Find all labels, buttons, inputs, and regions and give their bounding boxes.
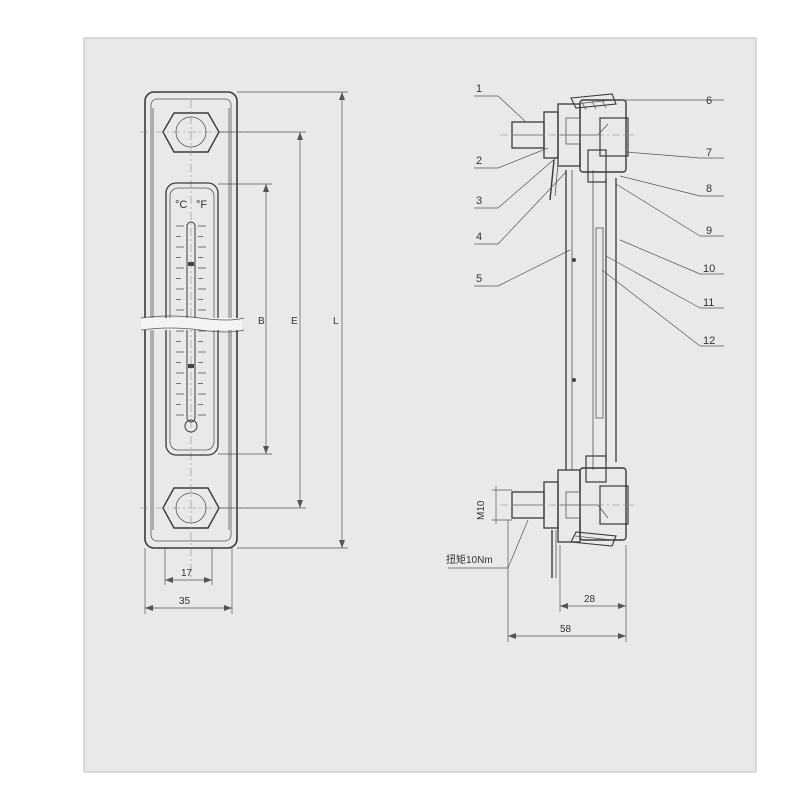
torque-label: 扭矩10Nm (446, 553, 493, 566)
celsius-unit: °C (175, 199, 187, 211)
dimension-35: 35 (144, 548, 233, 614)
dimension-58: 58 (507, 520, 627, 642)
dimension-l: L (237, 91, 348, 549)
part-number-4: 4 (476, 231, 482, 243)
glass-tube (565, 170, 617, 470)
part-number-12: 12 (703, 335, 715, 347)
dim-value-17: 17 (181, 568, 193, 579)
part-number-5: 5 (476, 273, 482, 285)
dim-label-e: E (291, 316, 298, 327)
part-number-11: 11 (703, 297, 714, 309)
dimension-b: B (218, 183, 272, 455)
dim-label-l: L (333, 316, 339, 327)
paper-sheet (83, 37, 757, 773)
break-band (140, 315, 245, 333)
part-number-6: 6 (706, 95, 712, 107)
dimension-e: E (219, 131, 306, 509)
part-number-10: 10 (703, 263, 715, 275)
part-leaders (474, 95, 724, 347)
torque-note: 扭矩10Nm (446, 519, 529, 569)
dim-label-b: B (258, 316, 265, 327)
dim-value-35: 35 (179, 596, 191, 607)
part-number-9: 9 (706, 225, 712, 237)
dimension-17: 17 (164, 548, 213, 585)
part-number-7: 7 (706, 147, 712, 159)
thread-size-label: M10 (476, 500, 487, 520)
part-number-3: 3 (476, 195, 482, 207)
dimension-28: 28 (559, 545, 627, 612)
dim-value-28: 28 (584, 594, 596, 605)
part-number-8: 8 (706, 183, 712, 195)
dim-value-58: 58 (560, 624, 572, 635)
part-numbers: 1 2 3 4 5 6 7 8 9 10 11 12 (476, 83, 715, 347)
part-number-2: 2 (476, 155, 482, 167)
side-view: 1 2 3 4 5 6 7 8 9 10 11 12 M10 扭矩10Nm (446, 83, 724, 642)
top-fitting (511, 93, 629, 201)
thread-dimension: M10 (476, 486, 512, 524)
fahrenheit-unit: °F (196, 199, 207, 211)
front-view: °C °F B (140, 91, 348, 614)
part-number-1: 1 (476, 83, 482, 95)
